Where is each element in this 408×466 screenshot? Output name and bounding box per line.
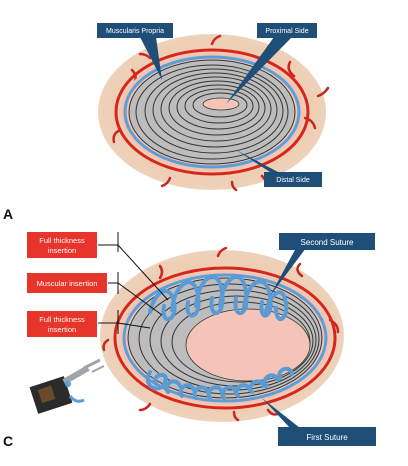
full-thickness-insertion-box-1 (27, 232, 97, 258)
full-thickness-insertion-box-2 (27, 311, 97, 337)
distal-callout (264, 172, 322, 187)
muscularis-label: Muscularis Propria (106, 28, 164, 35)
panel-c: Full thickness insertion Muscular insert… (3, 232, 376, 449)
second-suture-callout (279, 233, 375, 250)
full-thickness-2-line1: Full thickness (39, 315, 85, 324)
muscular-insertion-box (27, 273, 107, 293)
first-suture-pointer (262, 398, 300, 428)
proximal-callout (257, 23, 317, 38)
muscular-insertion-label: Muscular insertion (37, 279, 98, 288)
panel-c-blue-layer (122, 273, 328, 403)
first-suture-label: First Suture (306, 433, 348, 442)
panel-a: Muscularis Propria Proximal Side Distal … (3, 23, 330, 222)
first-suture-callout (278, 427, 376, 446)
muscularis-pointer (140, 37, 162, 80)
panel-c-letter: C (3, 433, 13, 449)
panel-a-concentric-rings (128, 59, 296, 165)
proximal-pointer (226, 37, 292, 104)
second-suture-pointer (270, 248, 306, 296)
full-thickness-2-line2: insertion (48, 325, 76, 334)
distal-pointer (236, 150, 278, 172)
panel-a-letter: A (3, 206, 13, 222)
endoscope-instrument (29, 358, 105, 414)
panel-c-lumen (185, 308, 311, 382)
first-suture (145, 366, 294, 400)
red-label-leaders (98, 232, 169, 334)
panel-c-vessels (102, 246, 340, 422)
second-suture (148, 274, 289, 321)
panel-a-lumen (202, 97, 240, 111)
full-thickness-1-line1: Full thickness (39, 236, 85, 245)
second-suture-label: Second Suture (301, 238, 354, 247)
full-thickness-1-line2: insertion (48, 246, 76, 255)
muscularis-callout (97, 23, 173, 38)
panel-a-red-layer (114, 48, 310, 176)
distal-label: Distal Side (276, 177, 310, 184)
panel-a-blue-layer (123, 55, 301, 169)
panel-c-red-layer (113, 266, 337, 410)
proximal-label: Proximal Side (265, 28, 308, 35)
